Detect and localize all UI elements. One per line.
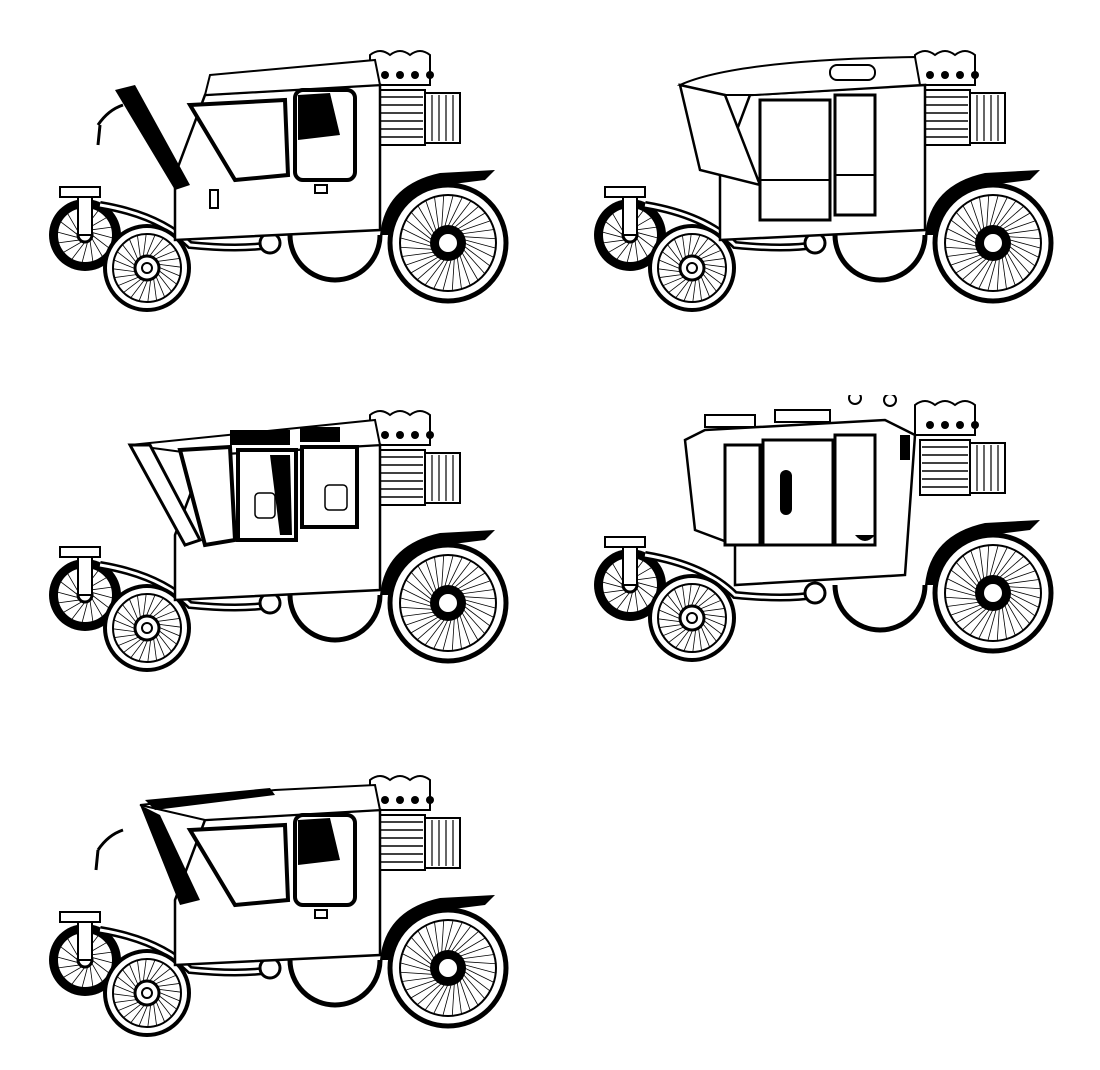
car-illustration-5 xyxy=(40,770,510,1040)
car-drawing xyxy=(585,45,1055,315)
car-illustration-1 xyxy=(40,45,510,315)
car-illustration-2 xyxy=(585,45,1055,315)
car-drawing xyxy=(585,391,1055,665)
car-illustration-4 xyxy=(585,391,1055,665)
car-drawing xyxy=(40,405,510,675)
car-drawing xyxy=(40,45,510,315)
car-illustration-3 xyxy=(40,405,510,675)
car-drawing xyxy=(40,770,510,1040)
